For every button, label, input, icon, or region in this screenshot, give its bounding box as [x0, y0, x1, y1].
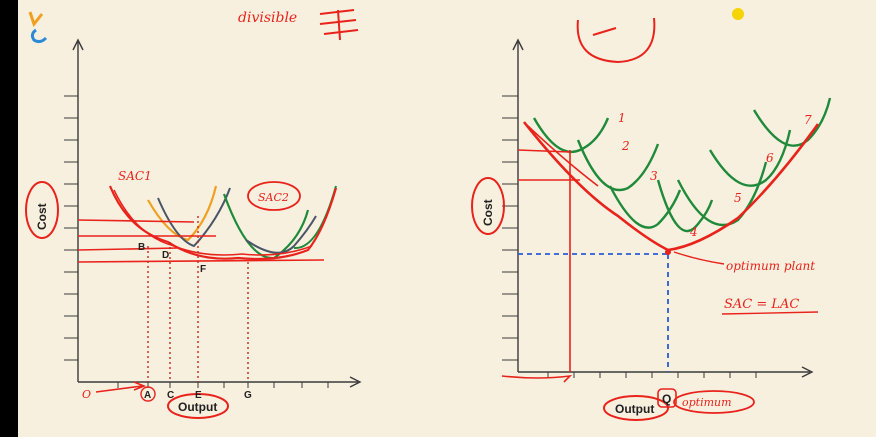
x-tick-g: G — [244, 390, 252, 401]
x-tick-c: C — [167, 390, 174, 401]
curve-number-7: 7 — [804, 113, 812, 127]
optimum-plant-pointer — [673, 251, 725, 265]
right-y-axis-label: Cost — [481, 199, 495, 226]
left-dotted-drops — [147, 216, 249, 382]
right-output-circle — [603, 395, 669, 421]
origin-label: O — [82, 388, 91, 401]
right-x-axis-label: Output — [615, 402, 654, 416]
x-tick-a-circle — [140, 386, 156, 402]
x-tick-e: E — [195, 390, 202, 401]
curve-number-4: 4 — [689, 225, 698, 239]
left-black-border — [0, 0, 18, 437]
left-cost-circle — [25, 181, 59, 239]
scribble-lines — [319, 9, 359, 41]
sac3-gray-curve — [245, 215, 317, 254]
optimum-plant-label: optimum plant — [726, 259, 815, 273]
left-x-axis-label: Output — [178, 400, 217, 414]
right-sac-curves — [532, 97, 832, 233]
lac-scribble — [527, 125, 599, 187]
sac2-label: SAC2 — [258, 191, 289, 204]
point-f-label: F — [200, 264, 206, 275]
right-x-arrow — [801, 366, 814, 378]
sac1-gray-curve — [157, 187, 231, 248]
x-tick-a: A — [144, 390, 151, 401]
sac1-orange-curve — [147, 185, 218, 242]
curve-number-2: 2 — [621, 139, 630, 153]
point-d-label: D — [162, 250, 169, 261]
right-diagram: Cost Output Q optimum 1 2 3 4 5 6 7 — [471, 38, 832, 421]
left-output-circle — [167, 393, 229, 419]
left-y-axis-label: Cost — [35, 203, 49, 230]
sac-equals-lac-label: SAC = LAC — [724, 297, 799, 312]
left-horizontal-lines — [77, 219, 325, 263]
curve-number-6: 6 — [766, 151, 774, 165]
economics-diagram: divisible — [25, 8, 832, 421]
curve-number-3: 3 — [650, 169, 658, 183]
optimum-dashed-lines — [518, 253, 669, 372]
whiteboard-canvas: divisible — [18, 0, 876, 437]
right-cost-circle — [471, 177, 505, 235]
left-y-arrow — [72, 38, 84, 51]
right-red-guides — [501, 149, 580, 383]
lac-envelope-curve — [522, 121, 820, 252]
curve-number-1: 1 — [618, 111, 626, 125]
sac1-label: SAC1 — [118, 169, 152, 183]
optimum-point — [665, 249, 671, 255]
top-arc-scribble — [576, 17, 656, 64]
left-y-ticks — [64, 95, 78, 361]
arc-tick-mark — [592, 27, 617, 36]
letters-logo-icon — [28, 11, 48, 44]
divisible-annotation: divisible — [238, 10, 297, 26]
right-x-ticks — [547, 372, 757, 378]
left-x-ticks — [117, 382, 329, 388]
optimum-label-circle — [673, 390, 755, 414]
left-x-arrow — [349, 376, 362, 388]
curve-number-5: 5 — [734, 191, 742, 205]
cursor-dot — [732, 8, 744, 20]
point-b-label: B — [138, 242, 145, 253]
right-y-ticks — [502, 95, 518, 361]
origin-arrow — [95, 381, 147, 393]
sac-lac-underline — [721, 311, 819, 315]
right-y-arrow — [512, 38, 524, 51]
optimum-label: optimum — [682, 396, 732, 409]
q-label: Q — [662, 392, 671, 406]
left-diagram: Cost Output SAC1 SAC2 B — [25, 38, 362, 419]
sac2-label-circle — [247, 181, 301, 211]
left-envelope-scribble — [113, 189, 313, 256]
